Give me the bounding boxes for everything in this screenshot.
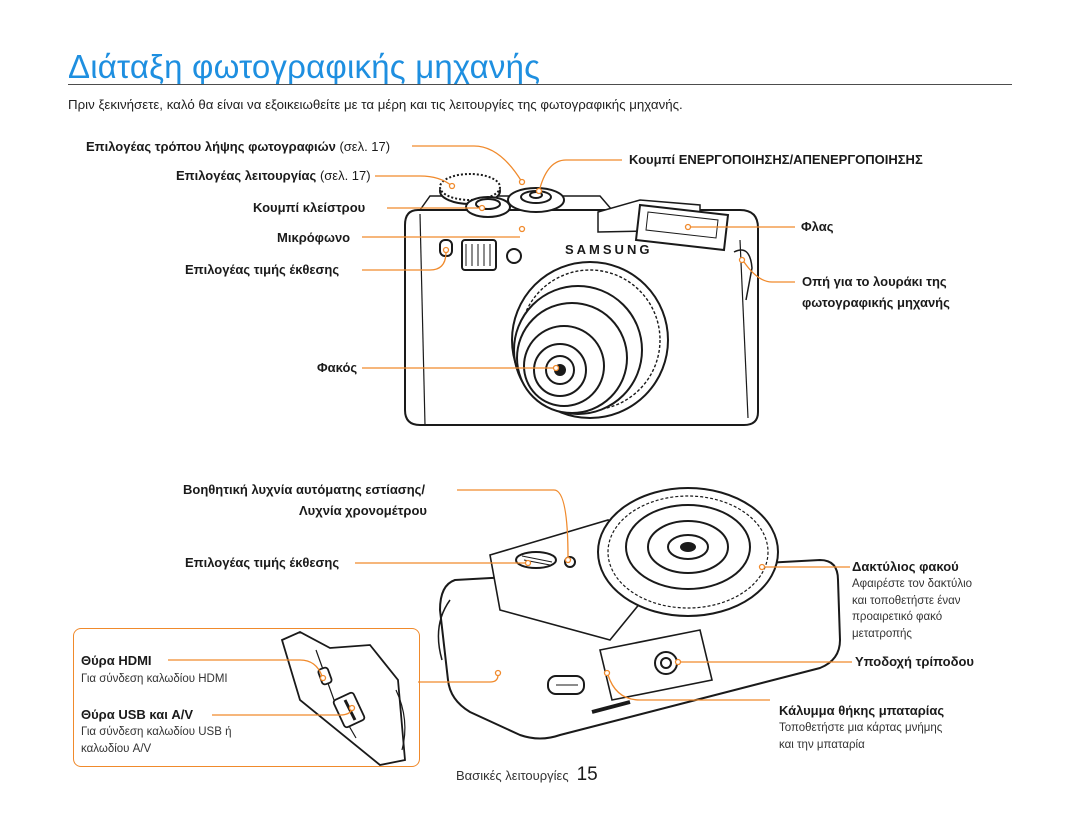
- camera-front-illustration: [404, 173, 759, 426]
- label-operation-selector-text: Επιλογέας λειτουργίας: [176, 168, 317, 183]
- label-usb-av-port: Θύρα USB και A/V: [81, 707, 194, 722]
- note-lens-ring-line: μετατροπής: [852, 627, 912, 640]
- leader-lines-top: [362, 145, 795, 372]
- camera-brand-text: SAMSUNG: [565, 242, 652, 257]
- intro-text: Πριν ξεκινήσετε, καλό θα είναι να εξοικε…: [68, 97, 683, 112]
- label-shooting-mode-dial: Επιλογέας τρόπου λήψης φωτογραφιών (σελ.…: [86, 139, 390, 154]
- inset-leaders: [168, 659, 356, 716]
- page-title: Διάταξη φωτογραφικής μηχανής: [68, 48, 541, 85]
- page-number: 15: [576, 764, 598, 785]
- note-battery-cover: Τοποθετήστε μια κάρτας μνήμης και την μπ…: [779, 720, 942, 753]
- page-footer: Βασικές λειτουργίες 15: [456, 764, 598, 786]
- note-battery-cover-line: Τοποθετήστε μια κάρτας μνήμης: [779, 722, 943, 734]
- leader-lines-bottom: [355, 489, 852, 701]
- label-exposure-selector-top: Επιλογέας τιμής έκθεσης: [185, 262, 340, 277]
- label-strap-eyelet-line2: φωτογραφικής μηχανής: [802, 295, 950, 310]
- note-usb-av-line: καλωδίου A/V: [81, 742, 152, 755]
- camera-bottom-illustration: [437, 487, 842, 740]
- label-microphone: Μικρόφωνο: [277, 230, 351, 245]
- label-exposure-selector-bottom: Επιλογέας τιμής έκθεσης: [185, 555, 340, 570]
- label-hdmi-port: Θύρα HDMI: [81, 653, 152, 668]
- title-rule: [68, 84, 1012, 85]
- label-operation-selector: Επιλογέας λειτουργίας (σελ. 17): [176, 168, 371, 183]
- label-strap-eyelet-line1: Οπή για το λουράκι της: [802, 274, 947, 289]
- note-usb-av-port: Για σύνδεση καλωδίου USB ή καλωδίου A/V: [81, 724, 231, 757]
- footer-section-name: Βασικές λειτουργίες: [456, 768, 569, 783]
- label-flash: Φλας: [801, 219, 834, 234]
- label-shooting-mode-dial-ref: (σελ. 17): [339, 139, 391, 154]
- label-af-lamp-line1: Βοηθητική λυχνία αυτόματης εστίασης/: [183, 482, 426, 497]
- label-power-button: Κουμπί ΕΝΕΡΓΟΠΟΙΗΣΗΣ/ΑΠΕΝΕΡΓΟΠΟΙΗΣΗΣ: [629, 152, 923, 167]
- label-lens: Φακός: [317, 360, 358, 375]
- note-lens-ring-line: Αφαιρέστε τον δακτύλιο: [852, 578, 973, 590]
- note-battery-cover-line: και την μπαταρία: [779, 738, 865, 751]
- label-af-lamp-line2: Λυχνία χρονομέτρου: [299, 503, 427, 518]
- label-operation-selector-ref: (σελ. 17): [319, 168, 371, 183]
- note-lens-ring: Αφαιρέστε τον δακτύλιο και τοποθετήστε έ…: [852, 576, 972, 642]
- note-lens-ring-line: και τοποθετήστε έναν: [852, 594, 961, 607]
- label-shooting-mode-dial-text: Επιλογέας τρόπου λήψης φωτογραφιών: [86, 139, 336, 154]
- note-hdmi-port: Για σύνδεση καλωδίου HDMI: [81, 673, 228, 685]
- label-tripod-mount: Υποδοχή τρίποδου: [855, 654, 974, 669]
- label-lens-ring: Δακτύλιος φακού: [852, 559, 959, 574]
- port-inset-box: [73, 628, 420, 767]
- label-shutter-button: Κουμπί κλείστρου: [253, 200, 366, 215]
- note-lens-ring-line: προαιρετικό φακό: [852, 611, 943, 623]
- label-battery-cover: Κάλυμμα θήκης μπαταρίας: [779, 703, 945, 718]
- note-usb-av-line: Για σύνδεση καλωδίου USB ή: [81, 726, 232, 738]
